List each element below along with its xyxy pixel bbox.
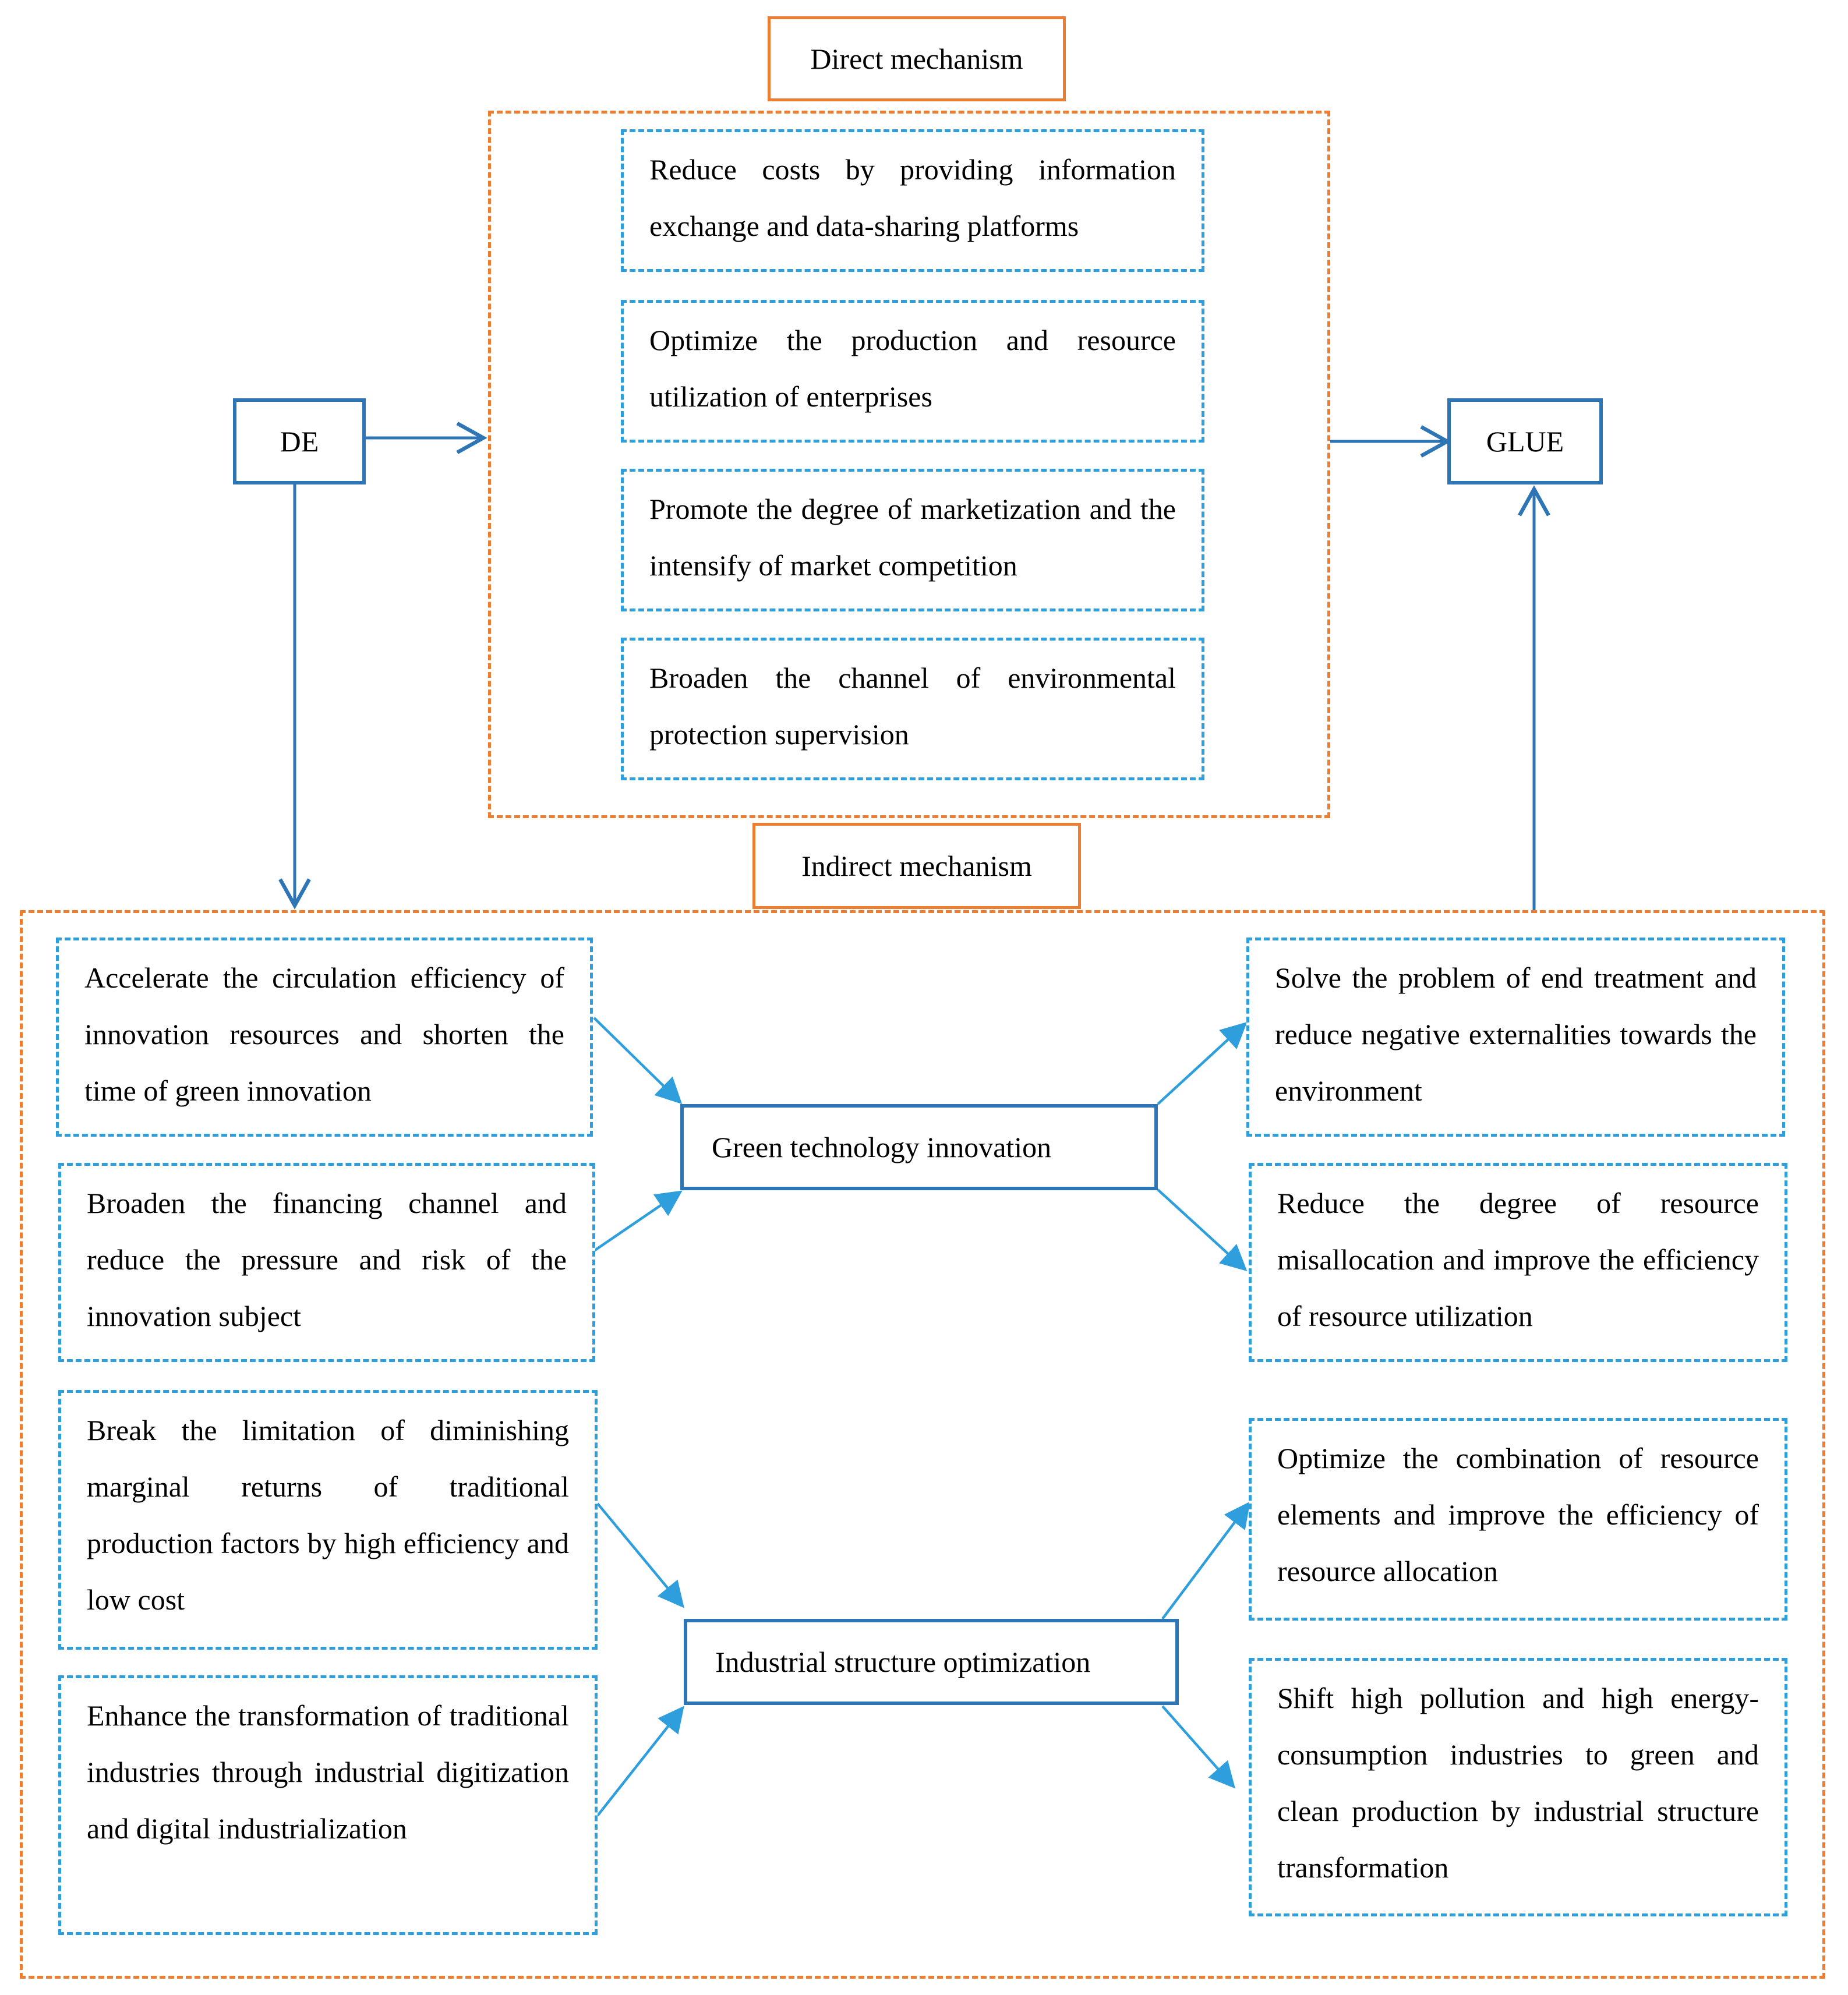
arrow-industrial-to-right3 — [1161, 1501, 1250, 1620]
arrow-left3-to-industrial — [596, 1502, 684, 1608]
indirect-right-item-2: Reduce the degree of resource misallocat… — [1249, 1163, 1787, 1362]
glue-node: GLUE — [1447, 398, 1603, 484]
direct-item-2: Optimize the production and resource uti… — [621, 300, 1204, 443]
de-node: DE — [233, 398, 366, 484]
arrow-green-to-right1 — [1157, 1021, 1248, 1105]
arrow-left4-to-industrial — [596, 1706, 684, 1817]
direct-mechanism-container — [488, 111, 1330, 818]
indirect-left-item-3: Break the limitation of diminishing marg… — [58, 1390, 598, 1650]
green-technology-innovation-node: Green technology innovation — [680, 1104, 1158, 1190]
arrow-left1-to-green — [593, 1017, 683, 1105]
indirect-left-item-4: Enhance the transformation of traditiona… — [58, 1675, 598, 1935]
direct-item-4: Broaden the channel of environmental pro… — [621, 638, 1204, 780]
direct-item-3: Promote the degree of marketization and … — [621, 469, 1204, 611]
indirect-left-item-2: Broaden the financing channel and reduce… — [58, 1163, 595, 1362]
indirect-right-item-4: Shift high pollution and high energy-con… — [1249, 1658, 1787, 1916]
arrow-green-to-right2 — [1157, 1188, 1248, 1272]
indirect-mechanism-container — [20, 910, 1825, 1979]
direct-mechanism-label: Direct mechanism — [768, 16, 1066, 101]
arrow-left2-to-green — [593, 1190, 683, 1252]
indirect-mechanism-label: Indirect mechanism — [752, 823, 1081, 909]
direct-item-1: Reduce costs by providing information ex… — [621, 129, 1204, 272]
indirect-left-item-1: Accelerate the circulation efficiency of… — [56, 938, 593, 1137]
indirect-right-item-1: Solve the problem of end treatment and r… — [1246, 938, 1785, 1137]
industrial-structure-optimization-node: Industrial structure optimization — [684, 1619, 1179, 1705]
indirect-right-item-3: Optimize the combination of resource ele… — [1249, 1418, 1787, 1621]
arrow-industrial-to-right4 — [1161, 1705, 1235, 1789]
